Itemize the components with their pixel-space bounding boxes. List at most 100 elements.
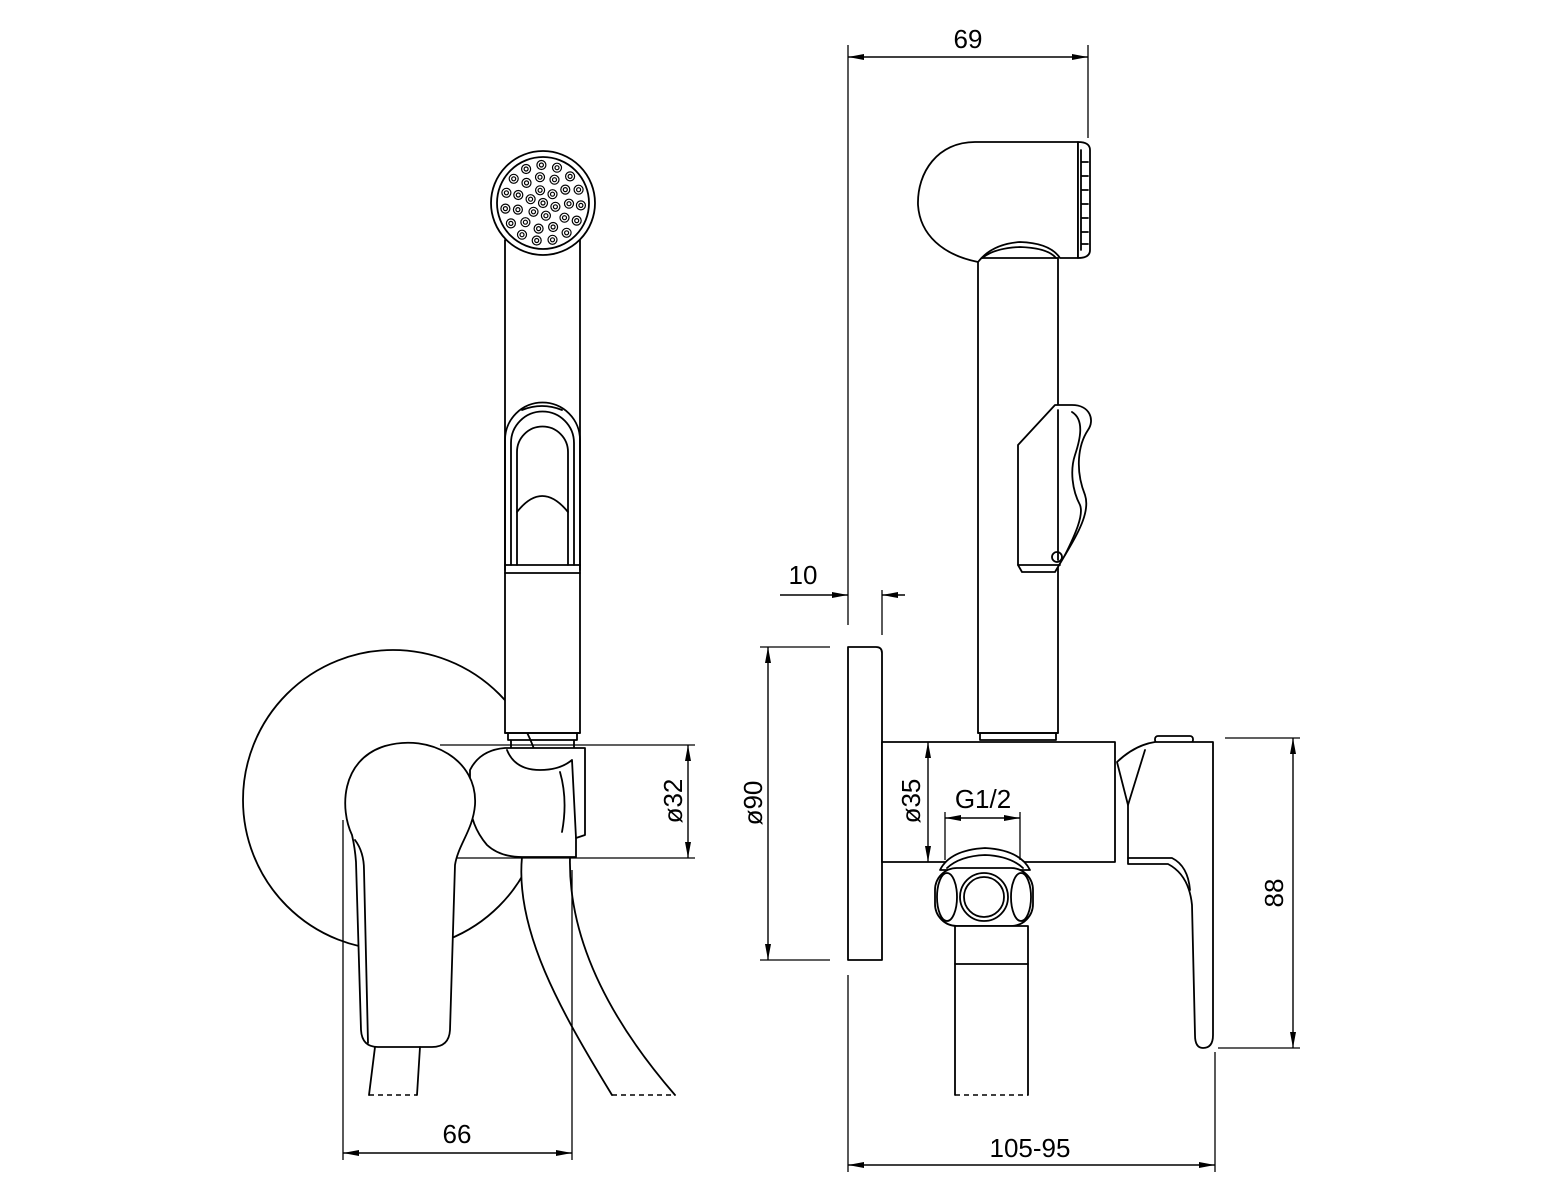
nozzle: [573, 184, 584, 195]
nozzle: [547, 221, 559, 233]
outlet-cap-inner: [946, 854, 1024, 869]
shower-body-side: [977, 257, 1059, 734]
nut-facet-left: [936, 872, 958, 922]
dim-label-width-side: 69: [954, 24, 983, 54]
nozzle: [536, 159, 547, 171]
nozzle: [550, 224, 556, 230]
nozzle: [563, 230, 570, 236]
nozzle: [521, 177, 532, 188]
nozzle: [502, 206, 508, 212]
nozzle: [512, 204, 524, 215]
nozzle: [574, 218, 580, 224]
nozzle: [550, 201, 561, 212]
wall-plate-side: [847, 646, 883, 961]
lever-handle-side: [1116, 741, 1214, 1049]
nozzle: [567, 173, 573, 179]
dim-label-width-front: 66: [443, 1119, 472, 1149]
dim-label-thread: G1/2: [955, 784, 1011, 814]
nozzle: [533, 223, 544, 234]
nozzle: [534, 172, 546, 183]
lever-handle-front: [344, 741, 476, 1048]
dim-label-rosette: ø90: [738, 781, 768, 826]
hose-front-fill: [521, 857, 675, 1095]
nozzle: [515, 192, 521, 198]
nozzle: [515, 207, 521, 213]
nozzle: [537, 174, 543, 180]
nozzle: [561, 215, 568, 221]
nozzle: [566, 201, 572, 207]
shower-base-bands: [504, 732, 581, 749]
trigger-front: [504, 401, 581, 574]
nozzle: [522, 219, 529, 225]
dim-label-projection: 105-95: [990, 1133, 1071, 1163]
nozzle: [547, 189, 558, 200]
nozzle: [534, 185, 546, 196]
nozzle: [552, 204, 559, 210]
dim-ext-handle: [1218, 737, 1300, 1049]
nozzle: [561, 227, 572, 238]
nozzle: [549, 174, 560, 185]
nozzle: [534, 237, 540, 244]
nozzle: [513, 189, 524, 201]
shower-base-bands-side: [977, 732, 1059, 741]
trigger-side-details: [1017, 409, 1082, 566]
nozzle: [523, 180, 530, 186]
dim-label-body: ø35: [896, 779, 926, 824]
nozzle: [511, 176, 517, 182]
nut-facet-center: [959, 872, 1009, 922]
nozzle: [554, 165, 560, 171]
shower-head-side: [917, 141, 1079, 263]
lever-handle-ridge: [354, 839, 369, 1044]
front-view: 66 ø32: [242, 150, 695, 1160]
nozzle: [537, 197, 549, 209]
nozzle: [527, 196, 534, 202]
nozzle: [530, 209, 537, 215]
dim-ext-projection: [847, 975, 1216, 1172]
nozzle: [520, 163, 532, 175]
nozzle: [549, 191, 556, 197]
nozzle: [519, 232, 525, 238]
nut-facet-center-inner: [963, 876, 1005, 918]
shower-head-face: [1077, 141, 1091, 259]
nozzle: [508, 173, 519, 184]
nozzle: [520, 217, 531, 228]
nozzle: [578, 202, 584, 208]
nozzle: [540, 200, 546, 206]
nozzle: [500, 203, 511, 214]
nozzle: [543, 213, 549, 219]
dim-label-holder: ø32: [658, 779, 688, 824]
nozzle: [516, 229, 528, 240]
dim-ext-holder: [440, 744, 695, 859]
nozzle: [525, 194, 536, 205]
side-view: 69 10 ø90 ø35 G1/2 88 105-95: [738, 24, 1300, 1172]
nozzle: [549, 237, 556, 243]
nut-facet-right: [1010, 872, 1032, 922]
nozzle: [508, 220, 514, 226]
holder-groove: [506, 749, 577, 839]
shower-head-collar: [981, 246, 1057, 259]
dim-label-plate: 10: [789, 560, 818, 590]
nozzle: [551, 177, 558, 183]
nozzle: [575, 187, 582, 193]
nozzle: [559, 212, 570, 223]
nozzle: [503, 190, 509, 196]
dim-label-handle: 88: [1259, 879, 1289, 908]
nozzle: [562, 187, 568, 193]
nozzle: [551, 162, 563, 173]
dim-ext-width-side: [847, 45, 1089, 625]
nozzle: [535, 226, 542, 232]
nozzle: [563, 198, 575, 209]
nozzle: [540, 210, 552, 221]
nozzle: [531, 235, 542, 246]
trigger-side: [1017, 404, 1092, 573]
nozzle: [538, 162, 545, 168]
shower-face-ticks: [1080, 149, 1089, 251]
nozzle: [560, 184, 571, 195]
hose-side-edges: [954, 963, 1029, 1096]
hose-neck-side: [954, 925, 1029, 965]
nozzle: [505, 218, 516, 229]
outlet-cap: [939, 847, 1031, 871]
trigger-pivot: [1051, 551, 1063, 563]
nozzle: [575, 200, 587, 211]
